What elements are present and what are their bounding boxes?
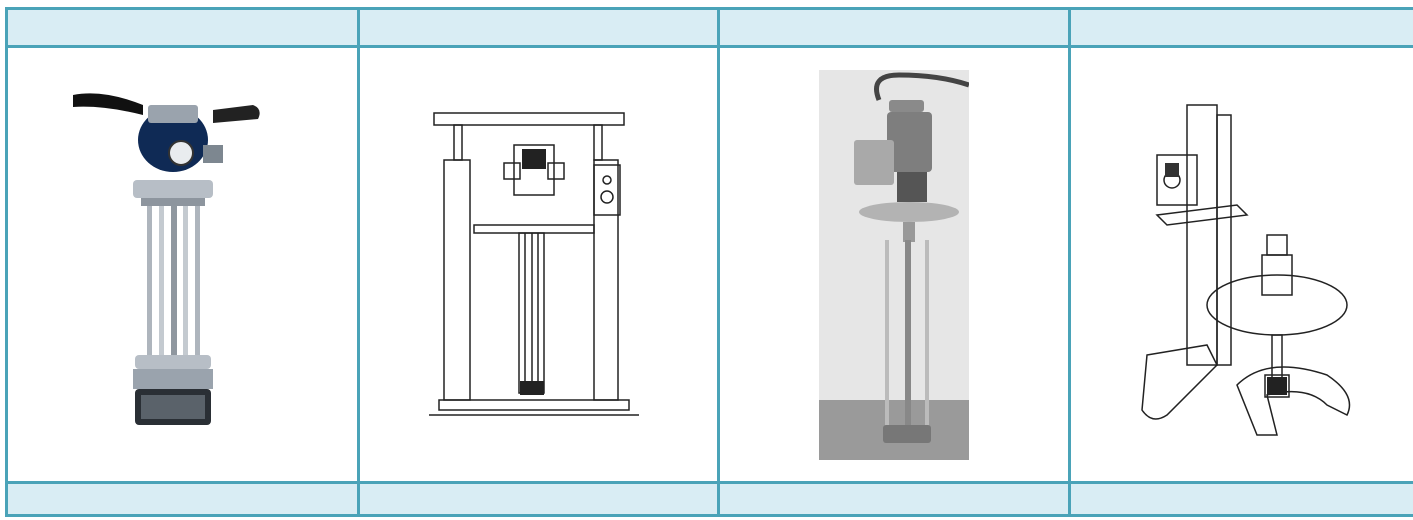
image-cell-3 bbox=[717, 45, 1071, 484]
product-table bbox=[5, 7, 1413, 520]
image-row bbox=[5, 45, 1413, 484]
header-row bbox=[5, 7, 1413, 48]
header-cell-4 bbox=[1068, 7, 1413, 48]
footer-cell-1 bbox=[5, 481, 360, 517]
pneumatic-drum-pump-photo bbox=[72, 92, 260, 425]
footer-cell-3 bbox=[717, 481, 1071, 517]
drum-press-pump-drawing bbox=[428, 111, 639, 416]
image-cell-2 bbox=[357, 45, 720, 484]
header-cell-2 bbox=[357, 7, 720, 48]
header-cell-1 bbox=[5, 7, 360, 48]
footer-cell-2 bbox=[357, 481, 720, 517]
header-cell-3 bbox=[717, 7, 1071, 48]
image-cell-4 bbox=[1068, 45, 1413, 484]
image-cell-1 bbox=[5, 45, 360, 484]
footer-row bbox=[5, 481, 1413, 517]
footer-cell-4 bbox=[1068, 481, 1413, 517]
pump-lift-stand-drawing bbox=[1141, 103, 1351, 436]
electric-barrel-pump-photo bbox=[819, 69, 969, 460]
